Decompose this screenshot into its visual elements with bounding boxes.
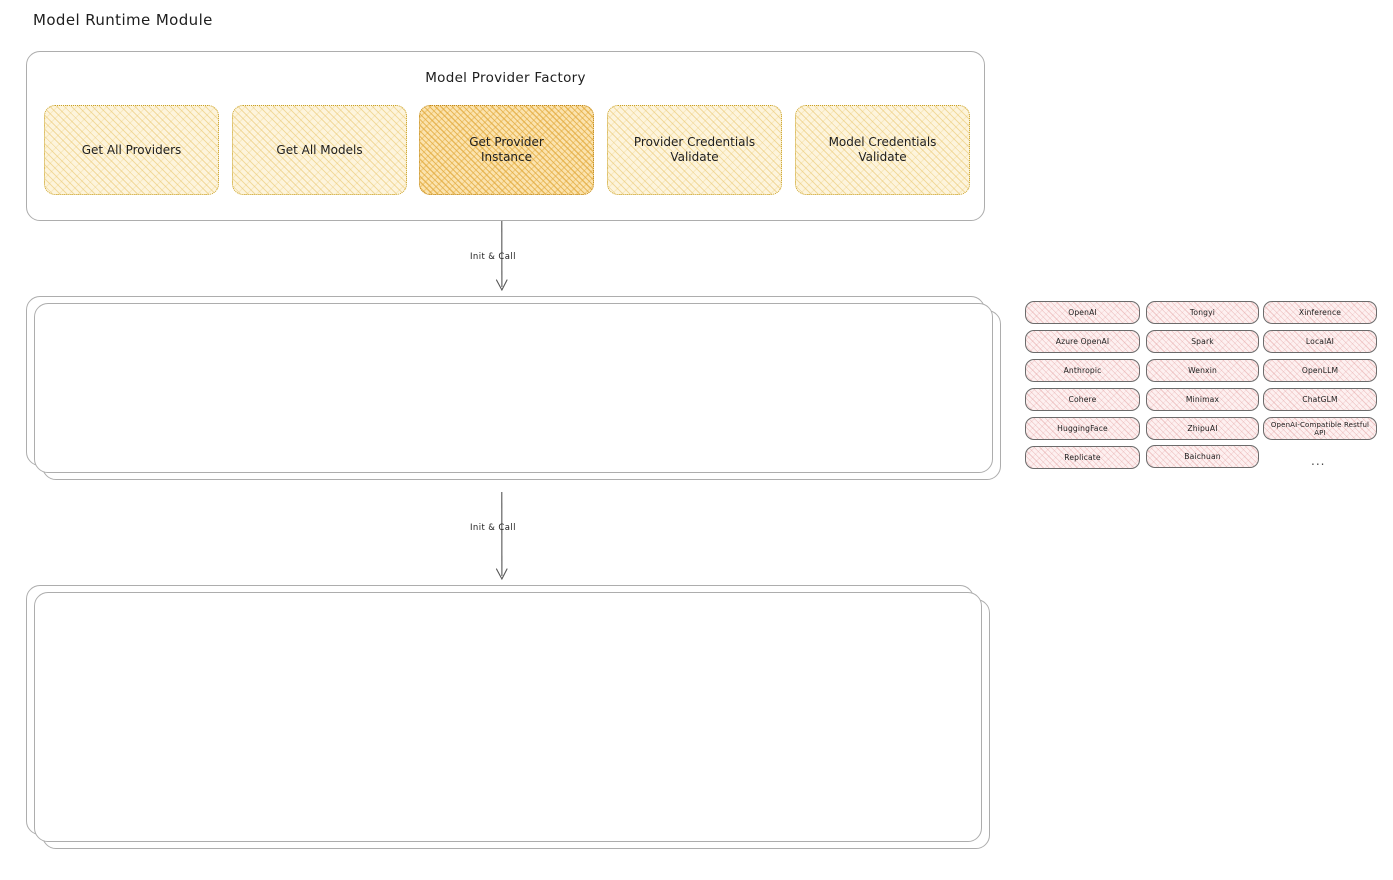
provider-pill-spark[interactable]: Spark (1146, 330, 1259, 353)
model-card-stack-layer-1 (34, 592, 982, 842)
provider-pill-huggingface[interactable]: HuggingFace (1025, 417, 1140, 440)
factory-box-label: Get All Models (276, 142, 363, 157)
provider-pill-label: Replicate (1064, 453, 1101, 462)
provider-pill-cohere[interactable]: Cohere (1025, 388, 1140, 411)
provider-pill-label: HuggingFace (1057, 424, 1108, 433)
provider-list-more-ellipsis: ... (1311, 454, 1326, 468)
factory-box-label: Get All Providers (81, 142, 182, 157)
provider-pill-label: Azure OpenAI (1055, 337, 1110, 346)
factory-box-get-all-providers[interactable]: Get All Providers (44, 105, 219, 195)
arrow-label-init-and-call-2: Init & Call (470, 523, 516, 533)
arrow-factory-to-provider (495, 221, 508, 292)
provider-pill-minimax[interactable]: Minimax (1146, 388, 1259, 411)
provider-pill-label: LocalAI (1305, 337, 1335, 346)
provider-pill-label: Spark (1191, 337, 1214, 346)
provider-pill-anthropic[interactable]: Anthropic (1025, 359, 1140, 382)
provider-pill-xinference[interactable]: Xinference (1263, 301, 1377, 324)
provider-pill-label: ZhipuAI (1187, 424, 1218, 433)
provider-pill-tongyi[interactable]: Tongyi (1146, 301, 1259, 324)
arrow-label-init-and-call-1: Init & Call (470, 252, 516, 262)
provider-pill-label: OpenLLM (1301, 366, 1339, 375)
provider-pill-label: Wenxin (1188, 366, 1217, 375)
provider-pill-label: OpenAI-Compatible Restful API (1270, 420, 1370, 437)
model-provider-factory-title: Model Provider Factory (425, 70, 586, 86)
provider-pill-label: Anthropic (1063, 366, 1102, 375)
provider-pill-wenxin[interactable]: Wenxin (1146, 359, 1259, 382)
provider-pill-label: Cohere (1068, 395, 1097, 404)
provider-pill-label: Baichuan (1184, 452, 1221, 461)
provider-pill-azure-openai[interactable]: Azure OpenAI (1025, 330, 1140, 353)
provider-pill-openai-compatible-restful-api[interactable]: OpenAI-Compatible Restful API (1263, 417, 1377, 440)
provider-pill-label: OpenAI (1068, 308, 1097, 317)
factory-box-get-all-models[interactable]: Get All Models (232, 105, 407, 195)
provider-pill-chatglm[interactable]: ChatGLM (1263, 388, 1377, 411)
provider-pill-zhipuai[interactable]: ZhipuAI (1146, 417, 1259, 440)
provider-pill-label: Minimax (1185, 395, 1220, 404)
provider-pill-baichuan[interactable]: Baichuan (1146, 445, 1259, 468)
provider-pill-openai[interactable]: OpenAI (1025, 301, 1140, 324)
provider-pill-label: ChatGLM (1302, 395, 1338, 404)
provider-card-stack-layer-1 (34, 303, 993, 473)
provider-pill-label: Xinference (1298, 308, 1342, 317)
provider-pill-replicate[interactable]: Replicate (1025, 446, 1140, 469)
provider-pill-label: Tongyi (1189, 308, 1216, 317)
provider-pill-openllm[interactable]: OpenLLM (1263, 359, 1377, 382)
provider-pill-localai[interactable]: LocalAI (1263, 330, 1377, 353)
page-title: Model Runtime Module (33, 11, 213, 29)
arrow-provider-to-model (495, 492, 508, 581)
